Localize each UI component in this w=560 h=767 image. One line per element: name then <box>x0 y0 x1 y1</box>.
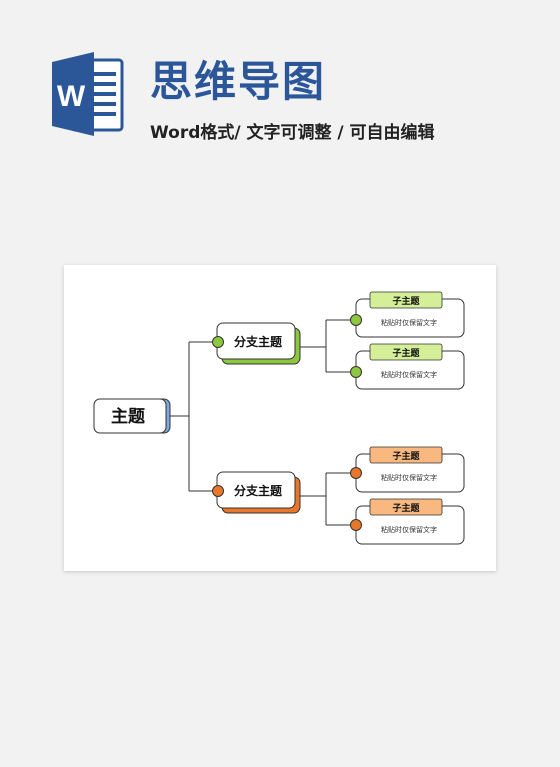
subtopic-2-1[interactable]: 子主题 粘贴时仅保留文字 <box>350 446 465 493</box>
branch-node-2[interactable]: 分支主题 <box>212 471 301 514</box>
branch-dot-1 <box>212 336 224 348</box>
subtopic-1-1[interactable]: 子主题 粘贴时仅保留文字 <box>350 291 465 338</box>
branch-label-1: 分支主题 <box>234 334 283 349</box>
branch-node-1[interactable]: 分支主题 <box>212 322 301 365</box>
subtopic-text: 粘贴时仅保留文字 <box>381 525 437 534</box>
subtopic-title: 子主题 <box>392 347 420 359</box>
subtopic-text: 粘贴时仅保留文字 <box>381 370 437 379</box>
root-node[interactable]: 主题 <box>93 398 171 434</box>
branch-dot-2 <box>212 485 224 497</box>
subtopic-text: 粘贴时仅保留文字 <box>381 473 437 482</box>
subtopic-title: 子主题 <box>392 502 420 514</box>
subtopic-dot <box>350 314 362 326</box>
word-letter: W <box>57 80 86 113</box>
page-title: 思维导图 <box>150 57 327 106</box>
connector-lines <box>168 319 354 526</box>
root-label: 主题 <box>111 406 146 427</box>
subtopic-title: 子主题 <box>392 295 420 307</box>
subtopic-text: 粘贴时仅保留文字 <box>381 318 437 327</box>
page-subtitle: Word格式/ 文字可调整 / 可自由编辑 <box>150 123 435 143</box>
subtopic-dot <box>350 366 362 378</box>
mindmap-card: 主题 分支主题 分支主题 子主题 粘贴时仅保留文字 子主题 <box>64 265 496 571</box>
word-icon: W <box>52 52 124 136</box>
mindmap-diagram: 主题 分支主题 分支主题 子主题 粘贴时仅保留文字 子主题 <box>93 291 465 545</box>
subtopic-1-2[interactable]: 子主题 粘贴时仅保留文字 <box>350 343 465 390</box>
subtopic-dot <box>350 519 362 531</box>
subtopic-dot <box>350 467 362 479</box>
subtopic-2-2[interactable]: 子主题 粘贴时仅保留文字 <box>350 498 465 545</box>
subtopic-title: 子主题 <box>392 450 420 462</box>
document-header: W 思维导图 Word格式/ 文字可调整 / 可自由编辑 <box>0 0 560 160</box>
branch-label-2: 分支主题 <box>234 483 283 498</box>
